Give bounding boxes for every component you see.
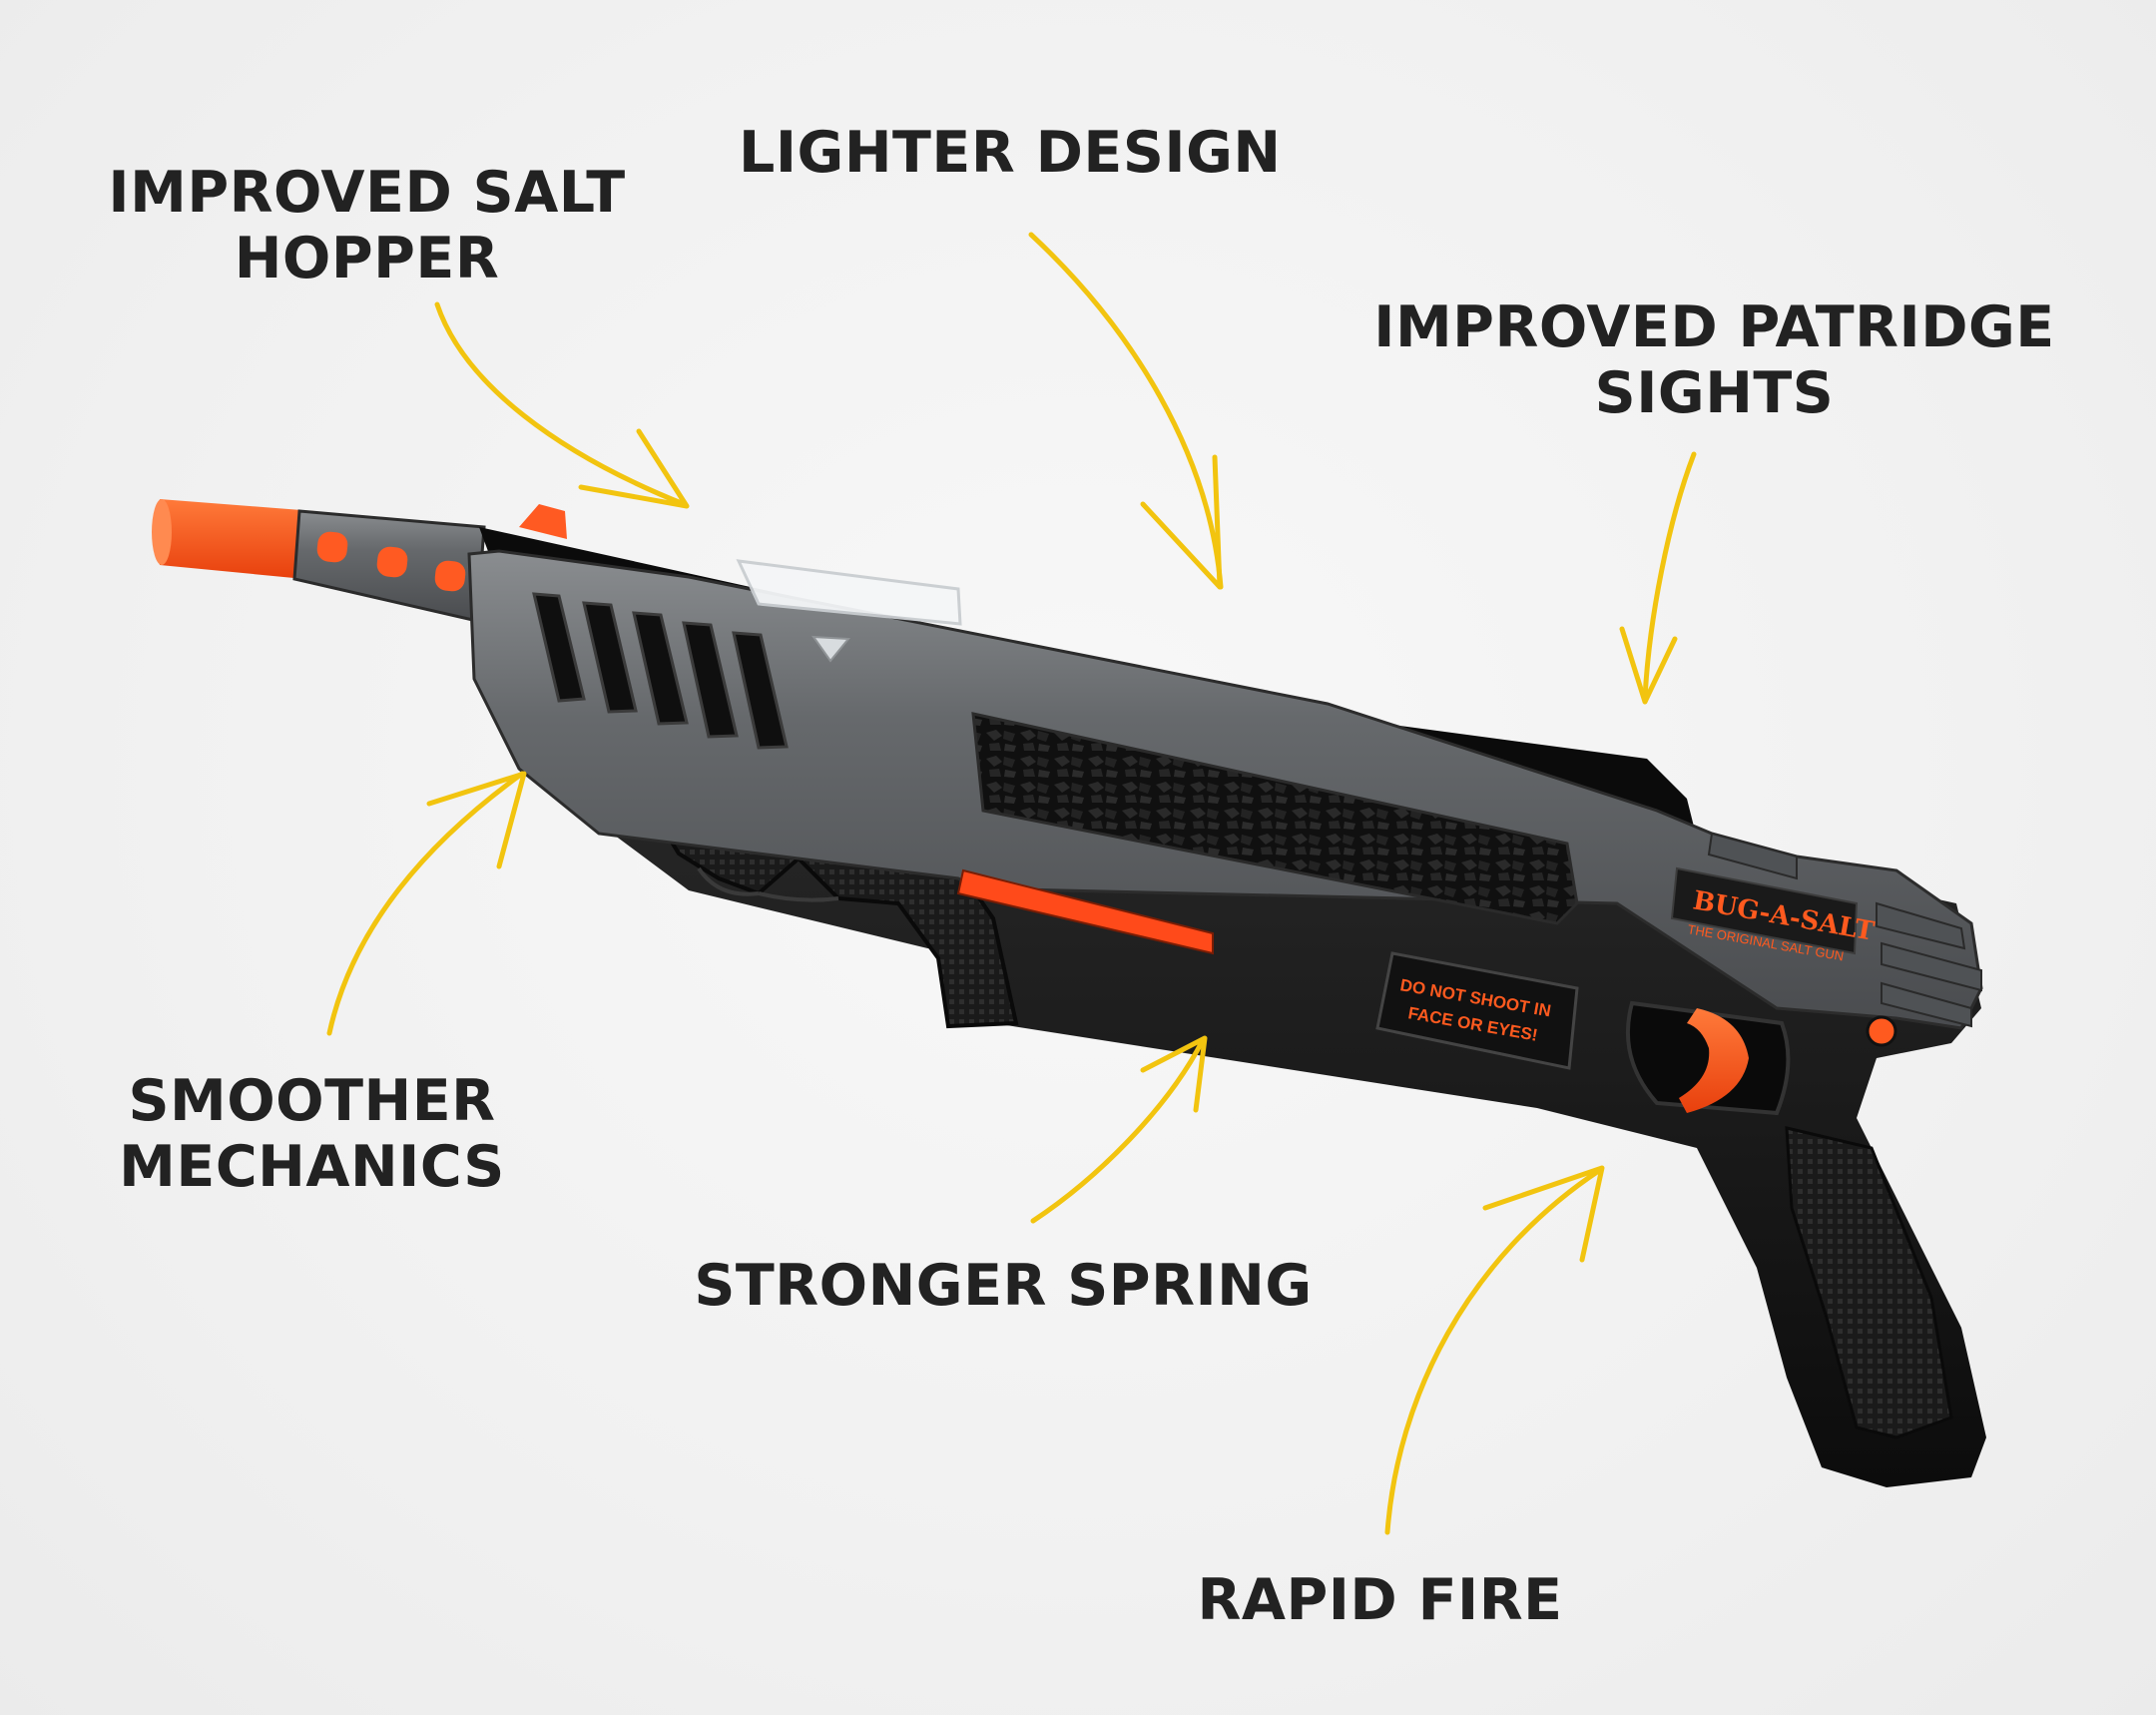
texture-panel [971,712,1579,925]
salt-hopper [736,559,962,626]
callout-sights: IMPROVED PATRIDGE SIGHTS [1362,294,2066,426]
muzzle-cap [156,499,314,579]
logo-plaque [1670,866,1859,955]
callout-rapid-fire-line-1: RAPID FIRE [1197,1567,1563,1633]
callout-lighter-design-line-1: LIGHTER DESIGN [739,120,1282,186]
vent-slots [532,592,789,750]
spring-slot [956,868,1214,955]
callout-sights-line-2: SIGHTS [1594,360,1835,426]
arrow-mechanics [326,771,527,1036]
front-sight [519,504,567,539]
callout-mechanics-line-2: MECHANICS [119,1134,505,1200]
callout-mechanics: SMOOTHER MECHANICS [115,1068,509,1200]
safety-button [1866,1015,1897,1047]
pistol-grip [1785,1126,1953,1439]
arrow-spring [1030,1035,1208,1224]
arrow-sights [1619,451,1697,705]
arrow-lighter-design [1028,232,1224,590]
rear-sight-ridges [1707,832,1982,1028]
arrow-rapid-fire [1384,1165,1605,1535]
callout-spring: STRONGER SPRING [689,1253,1318,1319]
callout-salt-hopper-line-1: IMPROVED SALT [108,160,626,226]
callout-mechanics-line-1: SMOOTHER [128,1068,496,1134]
arrow-salt-hopper [434,301,690,509]
warning-label [1375,951,1579,1070]
salt-gun: BUG-A-SALT THE ORIGINAL SALT GUN DO NOT … [152,499,1986,1487]
callout-spring-line-1: STRONGER SPRING [694,1253,1313,1319]
trigger-guard [1625,1000,1791,1116]
trigger [1679,1008,1749,1113]
callout-salt-hopper-line-2: HOPPER [234,226,500,291]
callout-sights-line-1: IMPROVED PATRIDGE [1373,294,2055,360]
callout-lighter-design: LIGHTER DESIGN [739,120,1282,186]
callout-rapid-fire: RAPID FIRE [1193,1567,1567,1633]
callout-salt-hopper: IMPROVED SALT HOPPER [100,160,634,291]
